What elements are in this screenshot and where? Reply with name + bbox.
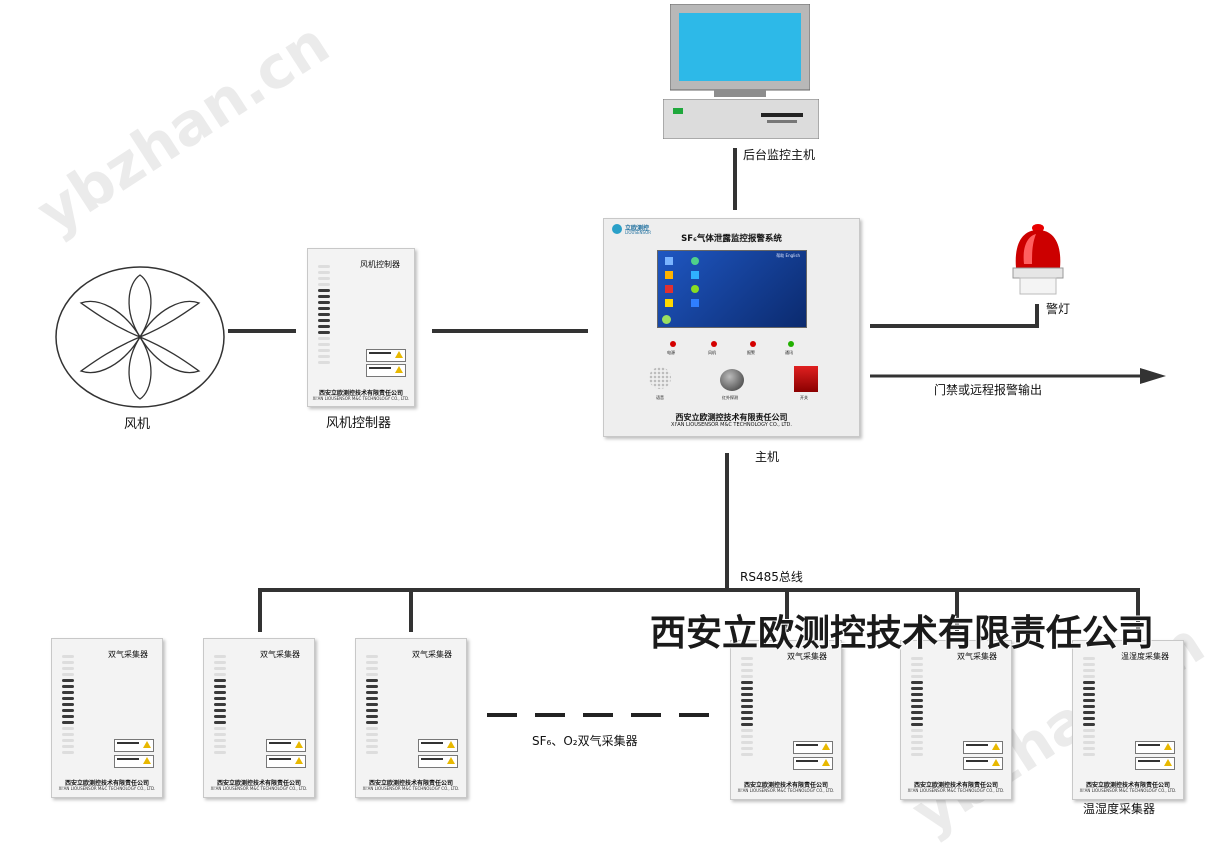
company-plate-en: XI'AN LIOUSENSOR M&C TECHNOLOGY CO., LTD… [312,396,410,401]
ir-knob[interactable] [720,369,744,391]
bus-label: RS485总线 [740,570,803,584]
fan-controller-label: 风机控制器 [326,416,392,431]
status-led [670,341,676,347]
screen-app-icon[interactable] [665,299,673,307]
status-led-label: 通讯 [785,350,793,355]
host-label: 主机 [755,450,780,464]
collector-title: 双气采集器 [260,650,300,659]
status-led-label: 风机 [708,350,716,355]
led-bar [214,655,226,757]
company-plate: 西安立欧测控技术有限责任公司 [368,780,453,787]
screen-app-icon[interactable] [691,299,699,307]
warning-sticker [114,755,154,768]
warning-sticker [366,364,406,377]
status-led [788,341,794,347]
warning-sticker [793,741,833,754]
company-plate: 西安立欧测控技术有限责任公司 [913,782,998,789]
main-host: 立欧测控 LIOUSENSOR SF₆气体泄露监控报警系统 帮助 English… [603,218,860,437]
status-led [750,341,756,347]
screen-app-icon[interactable] [691,285,699,293]
ir-knob-label: 红外探测 [722,395,738,400]
led-bar [911,657,923,759]
collector-6: 温湿度采集器 西安立欧测控技术有限责任公司 XI'AN LIOUSENSOR M… [1072,640,1184,800]
warning-sticker [963,757,1003,770]
company-plate-en: XI'AN LIOUSENSOR M&C TECHNOLOGY CO., LTD… [1079,788,1177,793]
pc-label: 后台监控主机 [743,148,816,162]
warning-sticker [1135,741,1175,754]
company-plate: 西安立欧测控技术有限责任公司 [1085,782,1170,789]
screen-top-text: 帮助 English [776,253,800,258]
led-bar [318,265,330,367]
touch-screen[interactable]: 帮助 English [657,250,807,328]
dual-collector-label: SF₆、O₂双气采集器 [532,734,638,748]
speaker-grille-icon [649,367,671,389]
connection-lines [228,148,1166,717]
warning-sticker [366,349,406,362]
brand-logo-sub: LIOUSENSOR [625,230,652,235]
collector-title: 双气采集器 [957,652,997,661]
output-label: 门禁或远程报警输出 [934,383,1043,397]
warning-sticker [114,739,154,752]
warning-sticker [418,739,458,752]
brand-logo-text: 立欧测控 [625,225,650,232]
company-plate: 西安立欧测控技术有限责任公司 [64,780,149,787]
collector-3: 双气采集器 西安立欧测控技术有限责任公司 XI'AN LIOUSENSOR M&… [355,638,467,798]
company-overlay-text: 西安立欧测控技术有限责任公司 [650,612,1155,654]
company-plate: 西安立欧测控技术有限责任公司 [318,390,403,397]
collector-4: 双气采集器 西安立欧测控技术有限责任公司 XI'AN LIOUSENSOR M&… [730,640,842,800]
host-company-en: XI'AN LIOUSENSOR M&C TECHNOLOGY CO., LTD… [671,422,792,428]
computer-case-icon [662,98,820,140]
screen-app-icon[interactable] [691,257,699,265]
alarm-light-icon [1010,220,1066,298]
company-plate: 西安立欧测控技术有限责任公司 [216,780,301,787]
speaker-label: 语音 [656,395,664,400]
power-switch-label: 开关 [800,395,808,400]
start-orb-icon[interactable] [662,315,671,324]
alarm-label: 警灯 [1046,302,1071,316]
fan-icon [53,265,227,410]
company-plate-en: XI'AN LIOUSENSOR M&C TECHNOLOGY CO., LTD… [907,788,1005,793]
collector-title: 双气采集器 [108,650,148,659]
company-plate-en: XI'AN LIOUSENSOR M&C TECHNOLOGY CO., LTD… [362,786,460,791]
collector-title: 双气采集器 [787,652,827,661]
status-led-label: 报警 [747,350,755,355]
warning-sticker [793,757,833,770]
host-title: SF₆气体泄露监控报警系统 [681,234,782,244]
screen-app-icon[interactable] [665,271,673,279]
screen-app-icon[interactable] [691,271,699,279]
warning-sticker [963,741,1003,754]
status-led [711,341,717,347]
screen-app-icon[interactable] [665,285,673,293]
host-company: 西安立欧测控技术有限责任公司 [675,413,788,422]
power-switch[interactable] [794,366,818,392]
fan-controller-title: 风机控制器 [360,260,400,269]
company-plate: 西安立欧测控技术有限责任公司 [743,782,828,789]
screen-app-icon[interactable] [665,257,673,265]
collector-title: 双气采集器 [412,650,452,659]
warning-sticker [266,739,306,752]
warning-sticker [418,755,458,768]
status-led-label: 电源 [667,350,675,355]
collector-2: 双气采集器 西安立欧测控技术有限责任公司 XI'AN LIOUSENSOR M&… [203,638,315,798]
led-bar [62,655,74,757]
led-bar [366,655,378,757]
warning-sticker [266,755,306,768]
led-bar [741,657,753,759]
fan-label: 风机 [124,417,151,432]
collector-5: 双气采集器 西安立欧测控技术有限责任公司 XI'AN LIOUSENSOR M&… [900,640,1012,800]
company-plate-en: XI'AN LIOUSENSOR M&C TECHNOLOGY CO., LTD… [210,786,308,791]
company-plate-en: XI'AN LIOUSENSOR M&C TECHNOLOGY CO., LTD… [58,786,156,791]
fan-controller: 风机控制器 西安立欧测控技术有限责任公司 XI'AN LIOUSENSOR M&… [307,248,415,407]
th-collector-label: 温湿度采集器 [1083,802,1156,816]
warning-sticker [1135,757,1175,770]
collector-1: 双气采集器 西安立欧测控技术有限责任公司 XI'AN LIOUSENSOR M&… [51,638,163,798]
led-bar [1083,657,1095,759]
collector-title: 温湿度采集器 [1121,652,1169,661]
company-plate-en: XI'AN LIOUSENSOR M&C TECHNOLOGY CO., LTD… [737,788,835,793]
brand-logo-icon [612,224,622,234]
computer-monitor-icon [669,3,811,97]
